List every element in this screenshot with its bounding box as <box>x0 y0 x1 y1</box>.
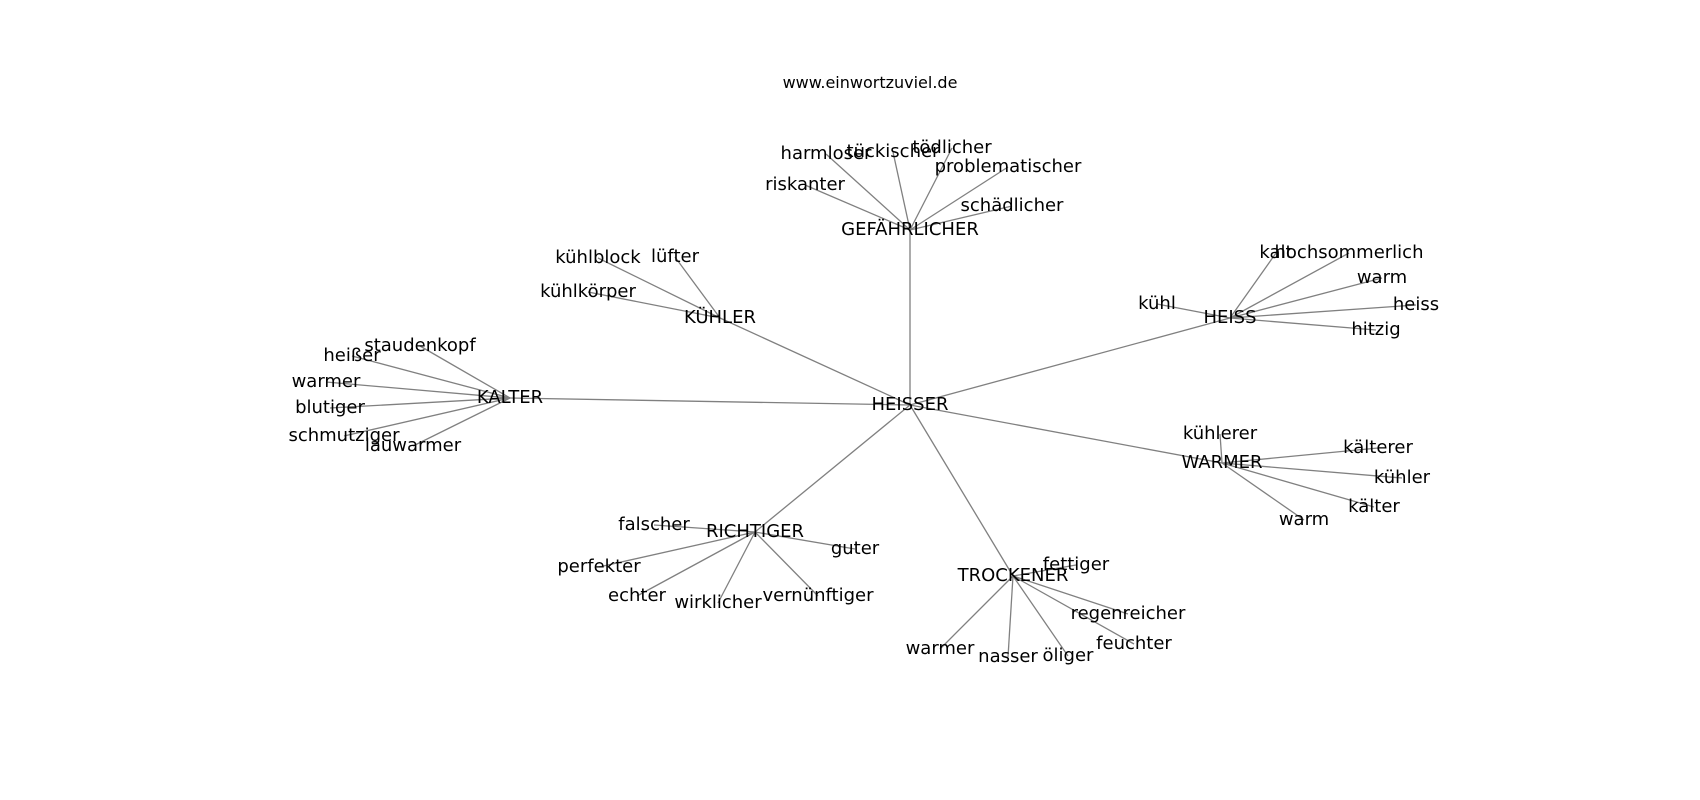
edge-hub-leaf <box>825 153 911 231</box>
leaf-node-label: kühl <box>1138 293 1176 314</box>
edge-center-hub <box>509 397 911 406</box>
leaf-node-label: tödlicher <box>912 137 992 158</box>
edge-hub-leaf <box>412 397 511 447</box>
edge-hub-leaf <box>717 531 756 604</box>
leaf-node-label: riskanter <box>765 174 845 195</box>
leaf-node-label: kühler <box>1374 467 1431 488</box>
edge-center-hub <box>719 317 911 406</box>
edge-hub-leaf <box>1229 317 1377 331</box>
edge-hub-leaf <box>343 397 511 437</box>
edge-center-hub <box>909 317 1231 406</box>
leaf-node-label: kalt <box>1259 242 1292 263</box>
hub-node-label: KÜHLER <box>684 306 756 328</box>
edge-hub-leaf <box>1229 304 1417 319</box>
leaf-node-label: hochsommerlich <box>1275 242 1424 263</box>
leaf-node-label: perfekter <box>557 556 641 577</box>
edge-center-hub <box>909 404 1223 464</box>
site-title: www.einwortzuviel.de <box>783 73 958 92</box>
edge-hub-leaf <box>754 531 819 597</box>
leaf-node-label: hitzig <box>1351 319 1400 340</box>
edge-center-hub <box>909 404 1014 577</box>
edge-hub-leaf <box>325 381 511 399</box>
edge-hub-leaf <box>804 184 911 231</box>
edge-hub-leaf <box>1219 433 1223 464</box>
edge-hub-leaf <box>892 151 911 231</box>
leaf-node-label: feuchter <box>1096 633 1172 654</box>
hub-node-label: HEISS <box>1203 307 1256 328</box>
hub-node-label: KALTER <box>477 387 543 408</box>
hub-node-label: WARMER <box>1181 452 1262 473</box>
edge-hub-leaf <box>597 257 721 319</box>
leaf-node-label: lauwarmer <box>365 435 462 456</box>
edge-hub-leaf <box>1156 303 1231 319</box>
leaf-node-label: warmer <box>906 638 975 659</box>
edge-hub-leaf <box>1229 277 1383 319</box>
edge-hub-leaf <box>674 256 721 319</box>
edge-hub-leaf <box>754 531 856 550</box>
edge-hub-leaf <box>419 345 511 399</box>
edge-hub-leaf <box>1221 462 1305 521</box>
leaf-node-label: kühlerer <box>1183 423 1258 444</box>
edge-hub-leaf <box>909 147 953 231</box>
edge-hub-leaf <box>653 524 756 533</box>
edge-hub-leaf <box>1229 252 1350 319</box>
edge-hub-leaf <box>1007 575 1014 658</box>
leaf-node-label: guter <box>831 538 880 559</box>
leaf-node-label: öliger <box>1043 645 1095 666</box>
leaf-node-label: nasser <box>978 646 1038 667</box>
leaf-node-label: tückischer <box>847 141 941 162</box>
leaf-node-label: heißer <box>323 345 381 366</box>
edge-hub-leaf <box>1012 575 1069 657</box>
hub-node-label: GEFÄHRLICHER <box>841 219 979 240</box>
leaf-node-label: problematischer <box>935 156 1082 177</box>
hub-node-label: RICHTIGER <box>706 521 804 542</box>
leaf-node-label: wirklicher <box>674 592 762 613</box>
edge-hub-leaf <box>909 205 1013 231</box>
leaf-node-label: schädlicher <box>961 195 1065 216</box>
edge-hub-leaf <box>939 575 1014 650</box>
edge-hub-leaf <box>1221 462 1375 508</box>
center-node-label: HEISSER <box>872 394 949 415</box>
leaf-node-label: echter <box>608 585 667 606</box>
leaf-node-label: kühlblock <box>555 247 641 268</box>
edge-hub-leaf <box>1221 447 1379 464</box>
leaf-node-label: fettiger <box>1043 554 1110 575</box>
edge-hub-leaf <box>1012 564 1077 577</box>
leaf-node-label: kälter <box>1348 496 1400 517</box>
edge-hub-leaf <box>1221 462 1403 479</box>
edge-hub-leaf <box>587 291 721 319</box>
leaf-node-label: warm <box>1357 267 1407 288</box>
edge-hub-leaf <box>351 355 511 399</box>
edges-layer <box>325 147 1417 658</box>
leaf-node-label: falscher <box>618 514 690 535</box>
leaf-node-label: warm <box>1279 509 1329 530</box>
edge-hub-leaf <box>1012 575 1135 645</box>
edge-hub-leaf <box>1012 575 1129 615</box>
edge-hub-leaf <box>598 531 756 568</box>
edge-hub-leaf <box>329 397 511 409</box>
leaf-node-label: regenreicher <box>1071 603 1186 624</box>
leaf-node-label: blutiger <box>295 397 365 418</box>
edge-hub-leaf <box>909 166 1009 231</box>
leaf-node-label: warmer <box>292 371 361 392</box>
leaf-node-label: kühlkörper <box>540 281 636 302</box>
hub-node-label: TROCKENER <box>957 565 1069 586</box>
leaf-node-label: staudenkopf <box>364 335 476 356</box>
edge-hub-leaf <box>1229 252 1277 319</box>
edge-hub-leaf <box>636 531 756 597</box>
leaf-node-label: kälterer <box>1343 437 1413 458</box>
leaf-node-label: harmloser <box>781 143 873 164</box>
leaf-node-label: vernünftiger <box>762 585 874 606</box>
leaf-node-label: heiss <box>1393 294 1439 315</box>
leaf-node-label: schmutziger <box>288 425 400 446</box>
leaf-node-label: lüfter <box>651 246 700 267</box>
edge-center-hub <box>754 404 911 533</box>
labels-layer: HEISSER GEFÄHRLICHER harmlosertückischertö… <box>288 137 1439 667</box>
